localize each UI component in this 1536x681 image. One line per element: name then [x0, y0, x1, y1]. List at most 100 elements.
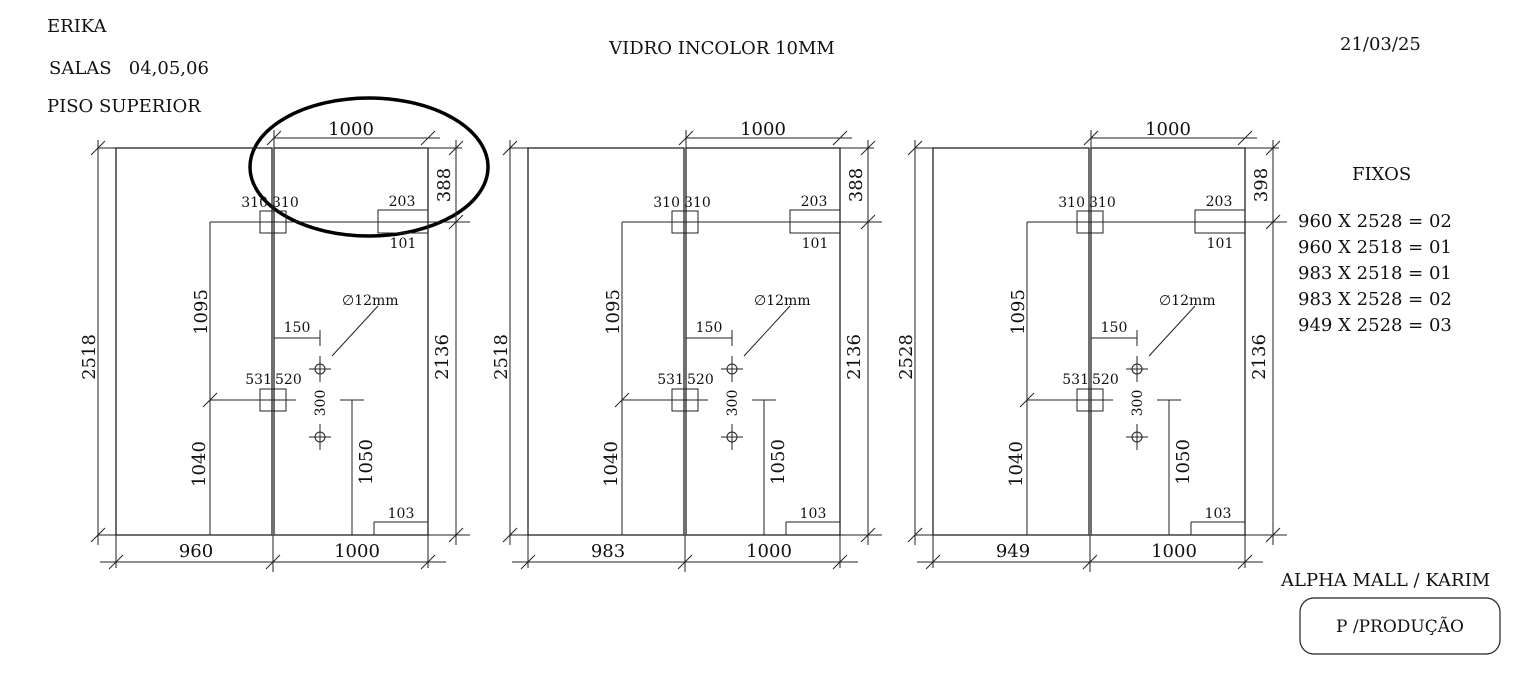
handle-height-label: 1050	[356, 439, 377, 485]
fixos-item: 983 X 2528 = 02	[1298, 289, 1452, 310]
top-fitting-below-label: 101	[802, 236, 829, 252]
top-fitting-label: 203	[389, 194, 416, 210]
dim-tick	[677, 554, 693, 570]
production-stamp-box	[1299, 597, 1501, 655]
left-height-label: 2518	[79, 334, 100, 380]
production-stamp: P /PRODUÇÃO	[1336, 616, 1464, 637]
top-width-label: 1000	[740, 119, 786, 140]
lock-box	[259, 388, 287, 412]
highlight-ellipse	[248, 96, 490, 238]
hinge-top-right-label: 310	[1089, 195, 1116, 211]
top-fitting-below-label: 101	[1207, 236, 1234, 252]
dim-tick	[1265, 214, 1281, 230]
top-height-label: 388	[846, 168, 867, 202]
dim-tick	[448, 527, 464, 543]
dim-tick	[925, 554, 941, 570]
fixos-item: 960 X 2518 = 01	[1298, 237, 1452, 258]
hole-diameter-label: ∅12mm	[342, 293, 399, 309]
dim-tick	[832, 130, 848, 146]
lock-a-label: 531	[1062, 372, 1089, 388]
hole-diameter-label: ∅12mm	[754, 293, 811, 309]
top-hinge-box	[259, 210, 287, 234]
fixos-title: FIXOS	[1352, 164, 1411, 185]
bottom-fixed-width-label: 949	[996, 541, 1030, 562]
top-hinge-box	[1076, 210, 1104, 234]
date-label: 21/03/25	[1340, 34, 1421, 55]
dim-tick	[520, 554, 536, 570]
dim-tick	[448, 214, 464, 230]
door-leaf-outline	[1090, 147, 1246, 536]
handle-offset-label: 150	[284, 320, 311, 336]
dim-tick	[265, 554, 281, 570]
dim-tick	[420, 554, 436, 570]
lock-box	[1076, 388, 1104, 412]
handle-height-label: 1050	[1173, 439, 1194, 485]
dim-tick	[907, 527, 923, 543]
hinge-top-right-label: 310	[684, 195, 711, 211]
bottom-fitting-label: 103	[1205, 506, 1232, 522]
top-height-label: 388	[434, 168, 455, 202]
hole-spacing-label: 300	[1130, 390, 1146, 417]
dim-tick	[90, 140, 106, 156]
hole-diameter-label: ∅12mm	[1159, 293, 1216, 309]
right-height-label: 2136	[844, 334, 865, 380]
door-leaf-outline	[685, 147, 841, 536]
upper-left-height-label: 1095	[191, 289, 212, 335]
lock-b-label: 520	[1092, 372, 1119, 388]
floor-label: PISO SUPERIOR	[47, 96, 201, 117]
hinge-top-right-label: 310	[272, 195, 299, 211]
lower-left-height-label: 1040	[601, 441, 622, 487]
bottom-fixed-width-label: 983	[591, 541, 625, 562]
dim-tick	[907, 140, 923, 156]
handle-offset-label: 150	[1101, 320, 1128, 336]
rooms-label: SALAS 04,05,06	[49, 58, 209, 79]
dim-tick	[832, 554, 848, 570]
handle-height-label: 1050	[768, 439, 789, 485]
dim-tick	[108, 554, 124, 570]
top-fitting-label: 203	[1206, 194, 1233, 210]
upper-left-height-label: 1095	[1008, 289, 1029, 335]
bottom-door-width-label: 1000	[334, 541, 380, 562]
fixos-item: 949 X 2528 = 03	[1298, 315, 1452, 336]
lock-a-label: 531	[657, 372, 684, 388]
lock-a-label: 531	[245, 372, 272, 388]
dim-tick	[1265, 140, 1281, 156]
hole-leader	[331, 305, 379, 357]
hinge-top-left-label: 310	[241, 195, 268, 211]
dim-tick	[1237, 554, 1253, 570]
dim-tick	[502, 527, 518, 543]
bottom-fitting-label: 103	[800, 506, 827, 522]
hinge-top-left-label: 310	[1058, 195, 1085, 211]
dim-tick	[860, 527, 876, 543]
dim-tick	[1265, 527, 1281, 543]
client-name: ERIKA	[47, 16, 108, 37]
hole-leader	[1148, 305, 1196, 357]
right-height-label: 2136	[1249, 334, 1270, 380]
dim-tick	[860, 214, 876, 230]
lock-b-label: 520	[687, 372, 714, 388]
door-leaf-outline	[273, 147, 429, 536]
right-height-label: 2136	[432, 334, 453, 380]
fixos-item: 960 X 2528 = 02	[1298, 211, 1452, 232]
handle-offset-label: 150	[696, 320, 723, 336]
left-height-label: 2518	[491, 334, 512, 380]
top-fitting-label: 203	[801, 194, 828, 210]
hole-spacing-label: 300	[313, 390, 329, 417]
top-width-label: 1000	[328, 119, 374, 140]
fixos-item: 983 X 2518 = 01	[1298, 263, 1452, 284]
dim-tick	[1082, 554, 1098, 570]
client-site-label: ALPHA MALL / KARIM	[1280, 570, 1490, 591]
lock-b-label: 520	[275, 372, 302, 388]
dim-tick	[448, 140, 464, 156]
hole-leader	[743, 305, 791, 357]
bottom-fitting-label: 103	[388, 506, 415, 522]
fixed-glass-outline	[932, 147, 1090, 536]
material-label: VIDRO INCOLOR 10MM	[608, 38, 835, 59]
bottom-door-width-label: 1000	[1151, 541, 1197, 562]
dim-tick	[90, 527, 106, 543]
hole-spacing-label: 300	[725, 390, 741, 417]
